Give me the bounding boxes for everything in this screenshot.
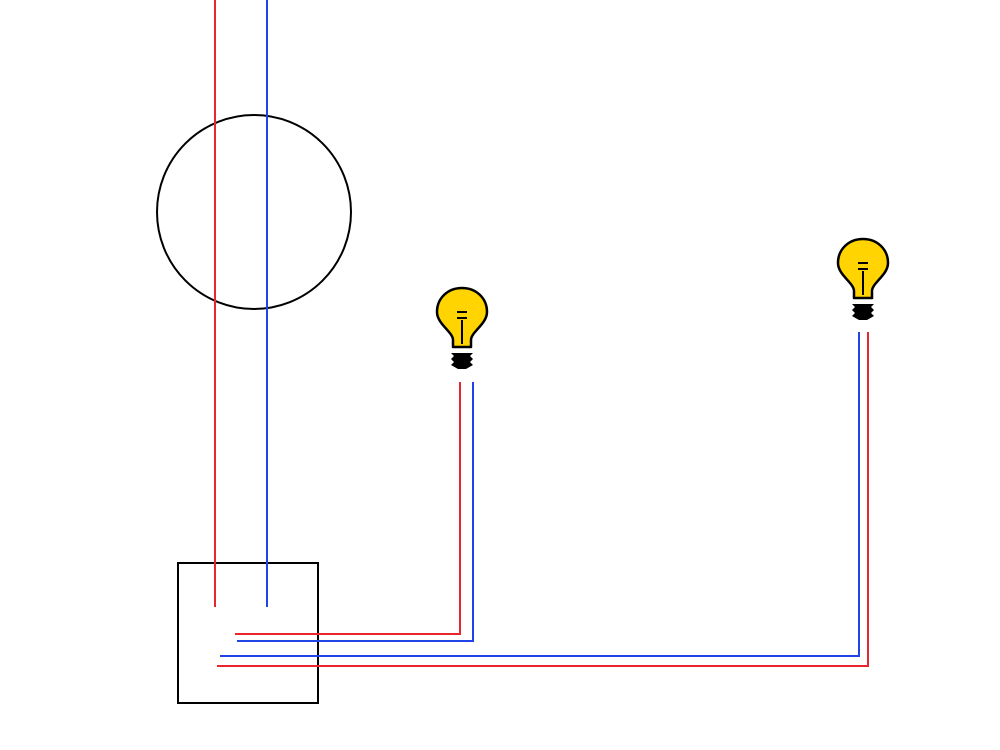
lamp-2-light-bulb-icon <box>836 237 890 320</box>
lamp-1-phase-wire <box>235 382 461 635</box>
lamp-2-phase-wire <box>217 332 869 667</box>
lamp-1-neutral-wire <box>237 382 474 642</box>
lamp-2-neutral-wire <box>220 332 860 657</box>
lamp-1-light-bulb-icon <box>435 286 489 369</box>
junction-box-circle <box>156 114 352 310</box>
